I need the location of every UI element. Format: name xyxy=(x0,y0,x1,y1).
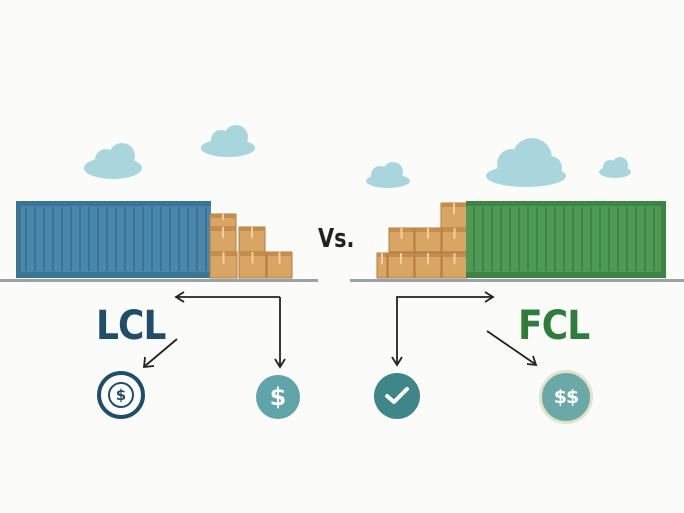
fcl-cargo-boxes xyxy=(376,202,468,279)
cargo-box xyxy=(414,252,442,279)
cargo-box xyxy=(387,252,415,279)
lcl-title: LCL xyxy=(96,303,167,349)
cargo-box xyxy=(440,202,468,229)
double-dollar-symbol: $$ xyxy=(553,386,579,408)
lcl-container xyxy=(16,201,211,278)
cargo-box xyxy=(441,227,468,253)
dollar-icon: $ xyxy=(256,375,300,419)
cargo-box xyxy=(238,226,266,253)
lcl-cargo-boxes xyxy=(209,213,293,279)
checkmark-glyph xyxy=(385,387,409,404)
fcl-connector-arrows xyxy=(391,291,538,367)
fcl-title: FCL xyxy=(518,303,590,349)
clock-dollar-symbol: $ xyxy=(115,386,127,404)
clock-dollar-icon: $ xyxy=(97,371,145,419)
cargo-box xyxy=(209,251,238,279)
fcl-container xyxy=(466,201,666,278)
dollar-symbol: $ xyxy=(269,383,287,411)
ground-line-right xyxy=(350,279,684,282)
cargo-box xyxy=(376,252,388,279)
cloud-left-small xyxy=(84,143,142,179)
clock-dollar-ring: $ xyxy=(108,382,134,408)
double-dollar-icon: $$ xyxy=(539,370,593,424)
cloud-center-right xyxy=(366,162,410,188)
cargo-box xyxy=(266,251,293,279)
cargo-box xyxy=(238,251,267,279)
ground-line-left xyxy=(0,279,318,282)
cloud-left-top xyxy=(201,125,255,157)
cargo-box xyxy=(209,226,237,253)
cloud-right-small xyxy=(599,157,631,178)
cargo-box xyxy=(209,213,237,228)
lcl-connector-arrows xyxy=(142,291,286,369)
cloud-right-big xyxy=(486,138,566,187)
checkmark-icon xyxy=(374,373,420,419)
cargo-box xyxy=(388,227,415,253)
cargo-box xyxy=(441,252,468,279)
cargo-box xyxy=(414,227,442,253)
vs-label: Vs. xyxy=(318,224,355,254)
